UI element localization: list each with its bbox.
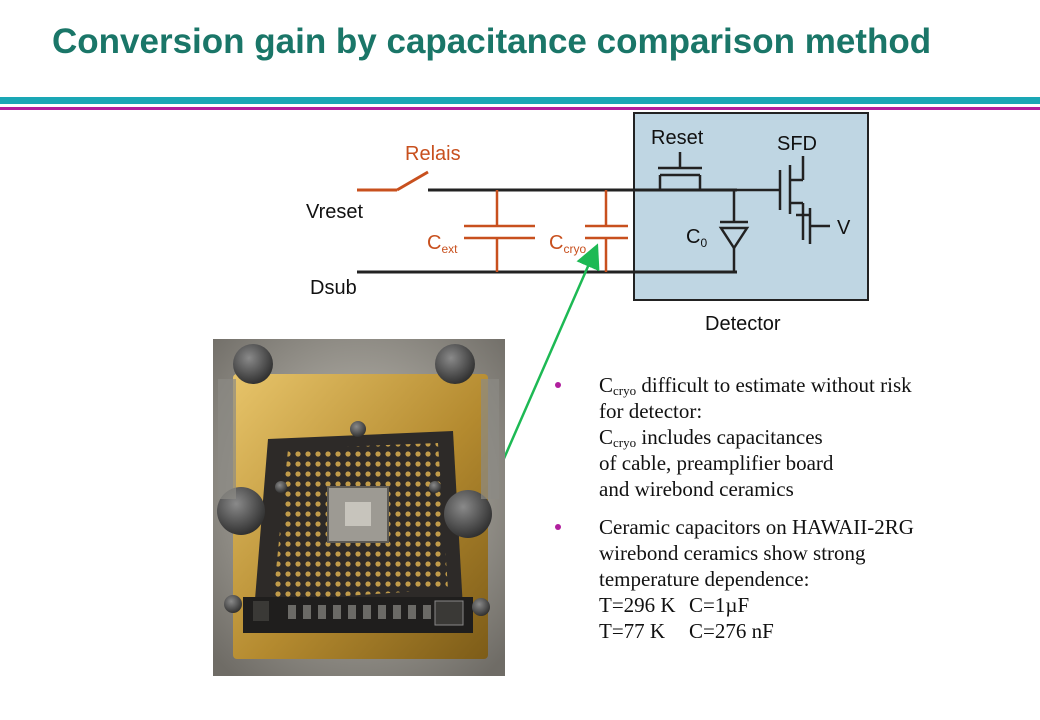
c0-label: C0 [686,226,707,250]
detector-box [633,112,869,301]
bullet-line: Ccryo difficult to estimate without risk [599,373,912,398]
title-rule-teal [0,97,1040,104]
cext-label: Cext [427,232,458,256]
bullet-list: Ccryo difficult to estimate without risk… [555,372,1025,656]
title-rule-magenta [0,107,1040,110]
v-label: V [837,217,851,239]
ccryo-label: Ccryo [549,232,586,256]
c0-diode [718,190,750,272]
slide-title: Conversion gain by capacitance compariso… [52,22,932,61]
dsub-label: Dsub [310,277,357,299]
ccryo-capacitor [585,190,628,272]
detector-mount-photo [213,339,505,676]
cext-capacitor [464,190,535,272]
bullet-line: of cable, preamplifier board [599,451,834,475]
relais-label: Relais [405,143,461,165]
bullet-item-ccryo: Ccryo difficult to estimate without risk… [555,372,1025,502]
sfd-label: SFD [777,133,817,155]
bullet-line: temperature dependence: [599,567,810,591]
bullet-line: wirebond ceramics show strong [599,541,866,565]
bullet-line: Ccryo includes capacitances [599,425,823,450]
bullet-dot [555,382,561,388]
reset-label: Reset [651,127,704,149]
vreset-label: Vreset [306,201,364,223]
bullet-line: and wirebond ceramics [599,477,794,501]
bullet-line: for detector: [599,399,703,423]
detector-label: Detector [705,313,781,335]
bullet-dot [555,524,561,530]
sfd-transistor [778,156,805,215]
relais-switch [357,170,429,192]
bullet-item-ceramic: Ceramic capacitors on HAWAII-2RG wirebon… [555,514,1025,644]
output-transistor [796,208,830,244]
bullet-line: Ceramic capacitors on HAWAII-2RG [599,515,914,539]
reset-transistor [658,152,702,190]
